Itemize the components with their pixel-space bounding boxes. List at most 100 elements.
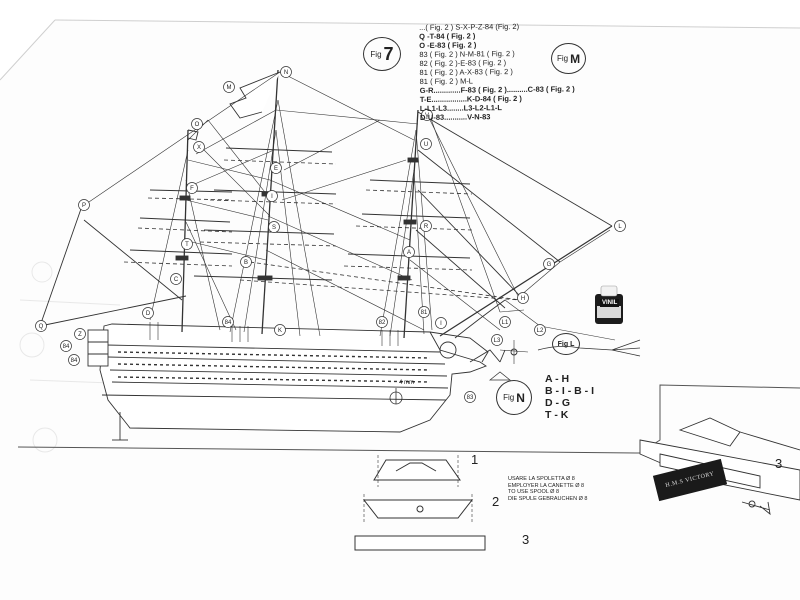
point-label-L3: L3 [494,338,501,344]
point-label-83: 83 [467,395,474,401]
fig-7-number: 7 [383,43,394,64]
fig-m-prefix: Fig [556,54,569,63]
point-L3: L3 [491,334,503,346]
point-I2: I [435,317,447,329]
point-L1: L1 [499,316,511,328]
combo-item: D - G [545,397,571,409]
step-1-number: 1 [471,452,479,467]
point-label-K: K [278,328,282,334]
side-step-number: 3 [775,456,783,471]
point-label-S: S [272,225,276,231]
step-1-piece [373,459,461,481]
point-H: H [517,292,529,304]
fig-l-label: Fig L [557,340,575,348]
fig-l-badge: Fig L [552,333,580,355]
point-D: D [142,307,154,319]
fig-m-letter: M [570,51,581,66]
point-K: K [274,324,286,336]
point-M: M [223,81,235,93]
point-label-A: A [407,250,411,256]
measure-label: 4 mm [399,380,414,386]
point-label-81: 81 [421,310,428,316]
point-label-84b: 84 [71,358,78,364]
point-G: G [543,258,555,270]
hull-outline [99,323,487,433]
point-label-N: N [284,70,288,76]
rigging-line: D-U-83...........V-N-83 [419,112,491,122]
point-label-O: O [195,122,200,128]
spool-note-line: USARE LA SPOLETTA Ø 8 [508,476,575,482]
point-label-C: C [174,277,179,283]
point-label-P: P [82,203,86,209]
point-S: S [268,221,280,233]
point-P: P [78,199,90,211]
vinil-label: VINIL [600,299,620,307]
spool-note-line: DIE SPULE GEBRAUCHEN Ø 8 [508,495,588,502]
mizzen-mast [181,129,189,333]
point-T: T [181,238,193,250]
fig-n-prefix: Fig [503,393,515,402]
combo-item: A - H [545,373,570,385]
point-label-I: I [271,194,273,200]
point-F: F [186,182,198,194]
fig-7-prefix: Fig [370,49,382,59]
paper-sheet [0,20,800,600]
point-label-G: G [547,262,552,268]
section-divider [17,446,641,454]
bowsprit [439,225,613,337]
point-L2: L2 [534,324,546,336]
point-I: I [266,190,278,202]
point-E: E [270,162,282,174]
point-label-Q: Q [39,324,44,330]
point-label-U: U [424,142,428,148]
combo-item: T - K [545,409,569,421]
point-label-L: L [618,224,622,230]
point-label-M: M [227,85,232,91]
point-Q: Q [35,320,47,332]
point-label-L1: L1 [502,320,509,326]
point-O: O [191,118,203,130]
point-label-F: F [190,186,194,192]
point-U: U [420,138,432,150]
point-84: 84 [60,340,72,352]
point-label-V: V [425,113,429,119]
point-B: B [240,256,252,268]
point-label-T: T [185,242,189,248]
point-label-E: E [274,166,278,172]
point-label-84: 84 [63,344,70,350]
spool-note-line: EMPLOYER LA CANETTE Ø 8 [508,482,585,489]
stern-gallery [87,329,109,367]
point-83: 83 [464,391,476,403]
ship-drawing [39,69,641,441]
spool-note: USARE LA SPOLETTA Ø 8 EMPLOYER LA CANETT… [508,476,587,502]
point-Z: Z [74,328,86,340]
step-2-piece [362,499,474,519]
point-L: L [614,220,626,232]
point-A: A [403,246,415,258]
point-label-B: B [244,260,248,266]
point-81: 81 [418,306,430,318]
point-label-L2: L2 [537,328,544,334]
rigging-list: ...( Fig. 2 ) S-X-P-Z-84 (Fig. 2) Q -T-8… [419,21,575,122]
point-label-D: D [146,311,151,317]
fig-n-letter: N [516,390,525,405]
step-3-number: 3 [522,532,530,547]
combo-item: B - I - B - I [545,385,594,397]
point-84b: 84 [68,354,80,366]
point-label-R: R [424,224,429,230]
combo-list: A - H B - I - B - I D - G T - K [545,373,594,421]
point-R: R [420,220,432,232]
point-84c: 84 [222,316,234,328]
point-label-Z: Z [78,332,82,338]
step-2-number: 2 [492,494,500,509]
point-V: V [421,109,433,121]
step-3-piece [354,535,486,551]
point-label-82: 82 [379,320,386,326]
point-labels: N M O X F E I S B C T P Q Z 84 84 D 84 K… [35,66,626,403]
point-label-I2: I [440,321,442,327]
